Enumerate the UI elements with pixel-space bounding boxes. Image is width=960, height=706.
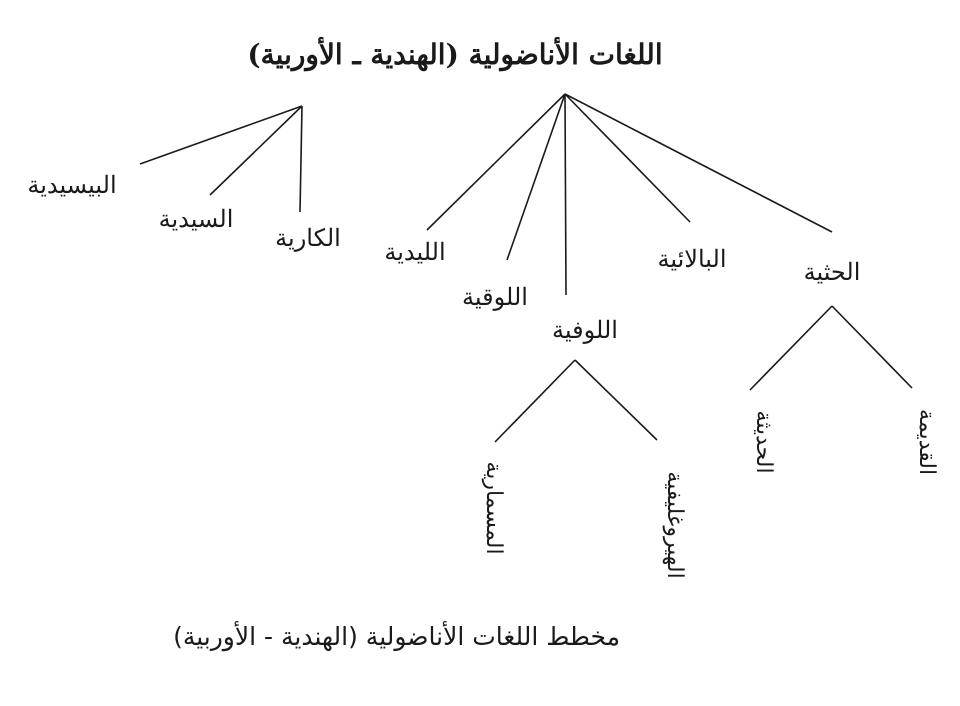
edge-root-lukiya	[506, 93, 566, 261]
edge-hittiya-haditha	[749, 305, 833, 391]
edge-hub-baysidiya	[139, 105, 303, 165]
edge-hub-sidiya	[209, 105, 303, 196]
label-hittiya: الحثية	[804, 258, 861, 286]
luwiya-edges	[494, 359, 658, 443]
label-luwiya: اللوفية	[552, 316, 618, 344]
label-lukiya: اللوقية	[462, 283, 528, 311]
diagram-caption: مخطط اللغات الأناضولية (الهندية - الأورب…	[173, 622, 620, 651]
label-baysidiya: البيسيدية	[27, 171, 116, 199]
label-mismariya: المسمارية	[481, 461, 506, 554]
left-hub-edges	[139, 105, 303, 213]
label-kariya: الكارية	[275, 224, 341, 252]
edge-root-lidiya	[426, 93, 566, 231]
edge-root-luwiya	[564, 93, 567, 296]
root-label: اللغات الأناضولية (الهندية ـ الأوربية)	[247, 37, 662, 72]
edge-luwiya-hiroghlifiya	[574, 359, 658, 441]
edge-root-hittiya	[564, 93, 833, 233]
edge-root-balaiya	[564, 93, 691, 223]
root-edges	[426, 93, 833, 296]
edge-luwiya-mismariya	[494, 359, 576, 443]
label-lidiya: الليدية	[384, 238, 445, 266]
label-sidiya: السيدية	[159, 205, 234, 233]
edge-hittiya-qadima	[831, 305, 913, 389]
edge-hub-kariya	[299, 105, 303, 213]
label-haditha: الحديثة	[751, 410, 776, 473]
label-qadima: القديمة	[914, 409, 939, 475]
label-hiroghlifiya: الهيروغليفية	[662, 471, 687, 578]
label-balaiya: البالائية	[657, 245, 726, 273]
hittiya-edges	[749, 305, 913, 391]
